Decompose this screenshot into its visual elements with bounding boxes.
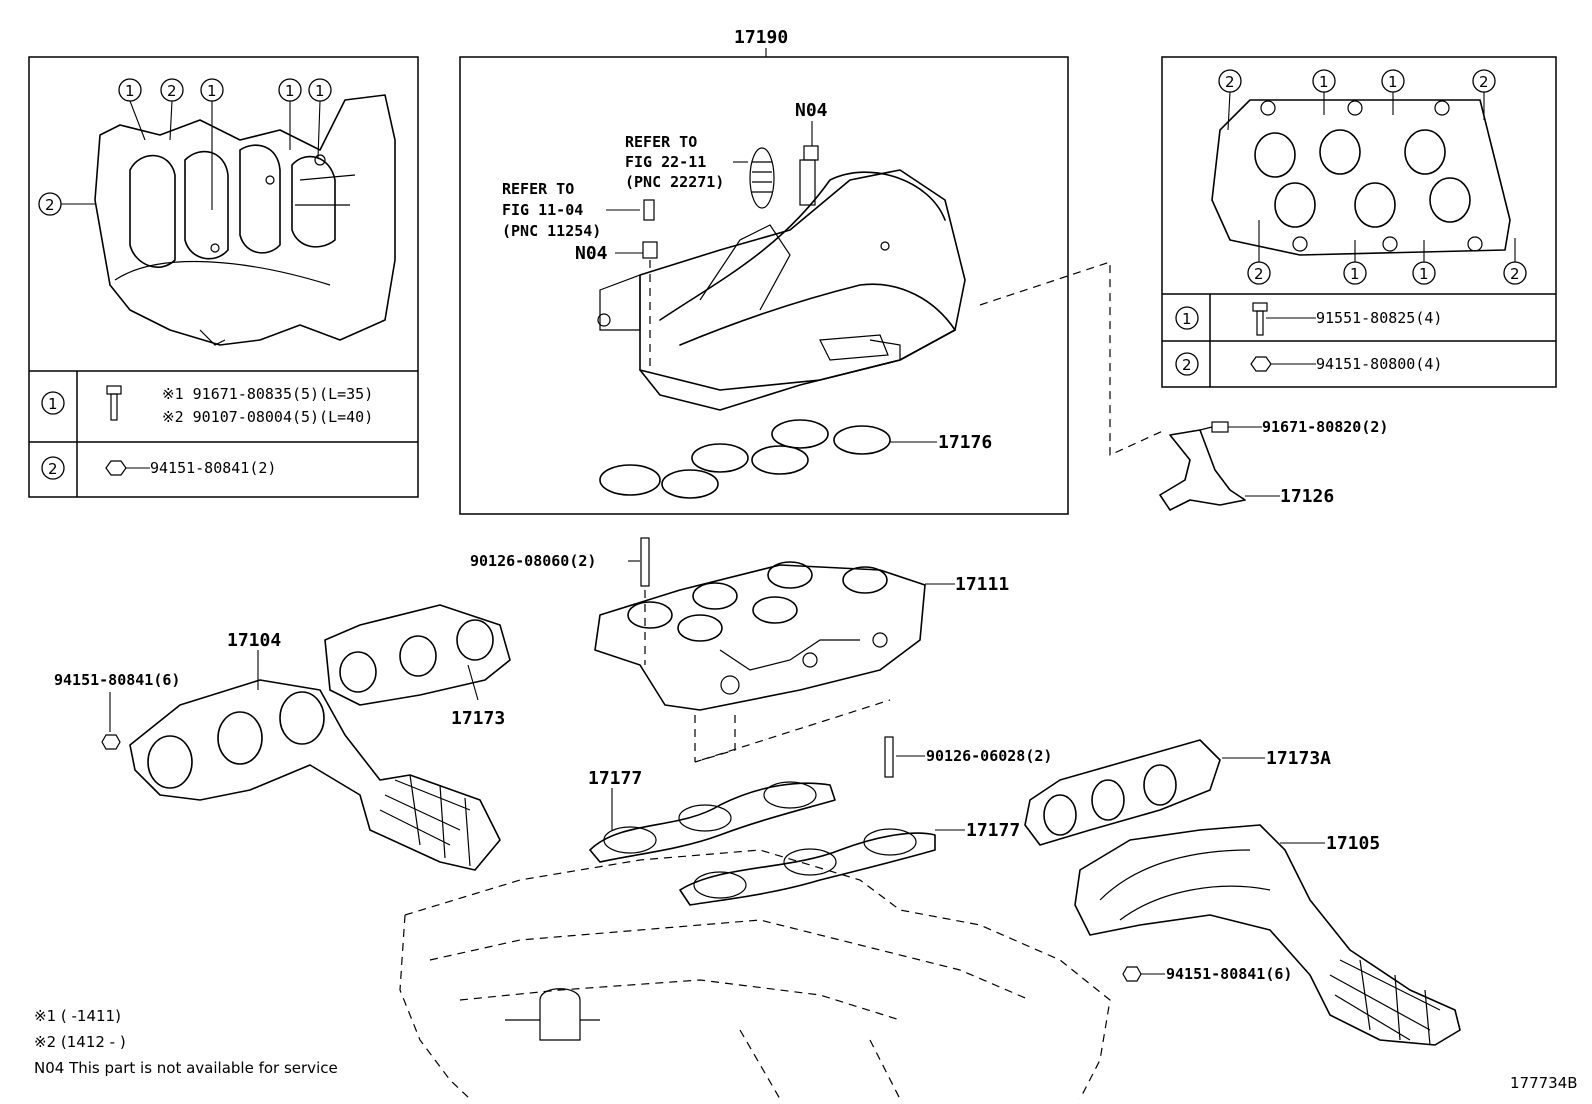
svg-text:2: 2 <box>1479 73 1489 91</box>
svg-text:2: 2 <box>1225 73 1235 91</box>
nut-icon <box>105 460 150 476</box>
bolt-icon <box>1199 421 1229 433</box>
svg-text:94151-80841(2): 94151-80841(2) <box>150 459 276 477</box>
nut-icon <box>1250 356 1272 372</box>
svg-text:※2 90107-08004(5)(L=40): ※2 90107-08004(5)(L=40) <box>162 408 373 426</box>
nut-icon <box>1122 966 1142 982</box>
svg-text:1: 1 <box>1350 265 1360 283</box>
footnotes: ※1 ( -1411) ※2 (1412 - ) N04 This part i… <box>34 1007 338 1077</box>
svg-text:91551-80825(4): 91551-80825(4) <box>1316 309 1442 327</box>
n04-part-icon <box>803 145 819 161</box>
svg-text:1: 1 <box>1319 73 1329 91</box>
gasket-17177-lower: 17177 <box>679 820 1020 906</box>
sensor-part-icon <box>643 199 655 221</box>
label-17176: 17176 <box>938 432 992 453</box>
label-17126: 17126 <box>1280 486 1334 507</box>
marker: 1 <box>207 82 217 100</box>
intake-plenum-box: 17190 N04 REFER TO FIG 22-11 (PNC 22271) <box>459 27 1069 515</box>
note-1: ※1 ( -1411) <box>34 1007 121 1025</box>
callout-stud-lower: 90126-06028(2) <box>926 747 1052 765</box>
svg-text:※1 91671-80835(5)(L=35): ※1 91671-80835(5)(L=35) <box>162 385 373 403</box>
label-17173: 17173 <box>451 708 505 729</box>
note-3: N04 This part is not available for servi… <box>34 1059 338 1077</box>
label-17105: 17105 <box>1326 833 1380 854</box>
svg-text:2: 2 <box>48 460 58 478</box>
label-17104: 17104 <box>227 630 281 651</box>
n04-grommet-icon <box>642 241 658 259</box>
bolt-icon <box>106 385 122 421</box>
marker: 1 <box>285 82 295 100</box>
exhaust-manifold-17104: 17104 94151-80841(6) <box>54 630 501 871</box>
svg-text:1: 1 <box>48 395 58 413</box>
svg-text:REFER TO: REFER TO <box>502 180 574 198</box>
gasket-17173: 17173 <box>324 604 511 729</box>
left-detail-panel: 1 2 1 1 1 2 1 ※1 91671-80835(5)(L=35) ※2… <box>28 56 419 498</box>
label-17177-upper: 17177 <box>588 768 642 789</box>
svg-text:1: 1 <box>1419 265 1429 283</box>
callout-nut-left: 94151-80841(6) <box>54 671 180 689</box>
right-detail-panel: 2 1 1 2 2 1 1 2 1 91551-80825(4) <box>1161 56 1557 388</box>
svg-text:1: 1 <box>1388 73 1398 91</box>
plenum-drawing <box>597 159 966 411</box>
gasket-17177-upper: 17177 <box>588 768 836 863</box>
marker: 2 <box>45 196 55 214</box>
nut-icon <box>101 734 121 750</box>
label-17190: 17190 <box>734 27 788 48</box>
label-17111: 17111 <box>955 574 1009 595</box>
filter-part-icon <box>749 147 775 209</box>
svg-text:(PNC 22271): (PNC 22271) <box>625 173 724 191</box>
svg-text:94151-80800(4): 94151-80800(4) <box>1316 355 1442 373</box>
stud-upper: 90126-08060(2) <box>470 537 650 665</box>
right-panel-table: 1 91551-80825(4) 2 94151-80800(4) <box>1175 302 1442 376</box>
label-17173A: 17173A <box>1266 748 1331 769</box>
left-panel-table: 1 ※1 91671-80835(5)(L=35) ※2 90107-08004… <box>41 385 373 480</box>
label-17177-lower: 17177 <box>966 820 1020 841</box>
bracket-17126: 91671-80820(2) 17126 <box>1159 418 1388 511</box>
left-panel-markers: 1 2 1 1 1 2 <box>38 78 332 216</box>
bolt-icon <box>1252 302 1268 336</box>
marker: 2 <box>167 82 177 100</box>
marker: 1 <box>125 82 135 100</box>
note-2: ※2 (1412 - ) <box>34 1033 126 1051</box>
svg-text:1: 1 <box>1182 310 1192 328</box>
label-n04-top: N04 <box>795 100 828 121</box>
svg-text:FIG 11-04: FIG 11-04 <box>502 201 583 219</box>
engine-block-outline <box>399 849 1111 1100</box>
right-panel-markers: 2 1 1 2 2 1 1 2 <box>1218 69 1527 285</box>
gasket-17176-drawing <box>599 419 891 499</box>
marker: 1 <box>315 82 325 100</box>
right-gasket-drawing <box>1211 99 1511 256</box>
svg-text:2: 2 <box>1254 265 1264 283</box>
left-manifold-drawing <box>94 94 396 346</box>
stud-lower: 90126-06028(2) <box>884 736 1052 778</box>
exhaust-manifold-17105: 17105 94151-80841(6) <box>1074 824 1461 1046</box>
intake-manifold-17111: 17111 <box>594 561 1009 763</box>
callout-nut-right: 94151-80841(6) <box>1166 965 1292 983</box>
svg-text:REFER TO: REFER TO <box>625 133 697 151</box>
callout-bracket-bolt: 91671-80820(2) <box>1262 418 1388 436</box>
svg-text:2: 2 <box>1510 265 1520 283</box>
svg-text:2: 2 <box>1182 356 1192 374</box>
svg-text:FIG 22-11: FIG 22-11 <box>625 153 706 171</box>
gasket-17173A: 17173A <box>1024 739 1331 846</box>
label-n04-lower: N04 <box>575 243 608 264</box>
svg-text:(PNC 11254): (PNC 11254) <box>502 222 601 240</box>
diagram-id: 177734B <box>1510 1074 1578 1092</box>
callout-stud-upper: 90126-08060(2) <box>470 552 596 570</box>
